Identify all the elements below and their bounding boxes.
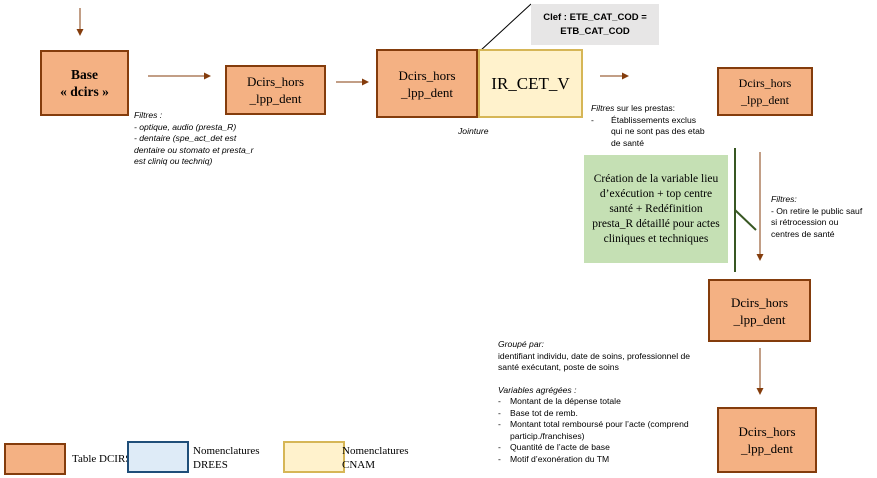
ir-cet-v-label: IR_CET_V	[491, 73, 570, 93]
filters-2-title-rest: sur les prestas:	[614, 103, 676, 113]
aggregated-title: Variables agrégées :	[498, 384, 577, 395]
jointure-label: Jointure	[458, 126, 489, 136]
group-text: identifiant individu, date de soins, pro…	[498, 350, 691, 373]
ir-cet-v-box: IR_CET_V	[478, 49, 583, 118]
dcirs-hors-lpp-dent-box-5: Dcirs_hors _lpp_dent	[717, 407, 817, 473]
filters-3-block: Filtres: - On retire le public sauf si r…	[771, 194, 877, 240]
legend-cnam-label: Nomenclatures CNAM	[342, 445, 409, 471]
green-creation-box: Création de la variable lieu d’exécution…	[584, 155, 728, 263]
filters-1-block: Filtres : - optique, audio (presta_R) - …	[134, 110, 304, 168]
aggregated-item: Base tot de remb.	[498, 408, 708, 420]
clef-connector-line	[479, 3, 532, 52]
aggregated-item: Montant total remboursé pour l’acte (com…	[498, 419, 708, 442]
filters-1-item: - dentaire (spe_act_det est dentaire ou …	[134, 133, 254, 166]
legend-cnam-swatch	[283, 441, 345, 473]
filters-2-title-italic: Filtres	[591, 103, 615, 113]
legend-drees-label: Nomenclatures DREES	[193, 445, 260, 471]
filters-2-item: Établissements exclus qui ne sont pas de…	[611, 114, 705, 148]
aggregated-item: Motif d’exonération du TM	[498, 454, 708, 466]
dcirs-box-3-label: Dcirs_hors _lpp_dent	[738, 75, 792, 107]
group-title: Groupé par:	[498, 339, 544, 349]
clef-note-text: Clef : ETE_CAT_COD = ETB_CAT_COD	[543, 11, 647, 37]
filters-3-title: Filtres:	[771, 194, 797, 204]
dcirs-box-5-label: Dcirs_hors _lpp_dent	[738, 424, 796, 456]
filters-2-dash: -	[591, 114, 594, 125]
legend-dcirs-label: Table DCIRS	[72, 453, 132, 465]
dcirs-box-1-label: Dcirs_hors _lpp_dent	[246, 74, 305, 106]
legend-drees-swatch	[127, 441, 189, 473]
aggregated-item: Quantité de l’acte de base	[498, 442, 708, 454]
base-dcirs-box: Base « dcirs »	[40, 50, 129, 116]
dcirs-box-4-label: Dcirs_hors _lpp_dent	[730, 294, 789, 327]
aggregated-item: Montant de la dépense totale	[498, 396, 708, 408]
filters-1-item: - optique, audio (presta_R)	[134, 121, 237, 132]
filters-2-item-row: - Établissements exclus qui ne sont pas …	[591, 115, 706, 150]
dcirs-hors-lpp-dent-box-1: Dcirs_hors _lpp_dent	[225, 65, 326, 115]
base-dcirs-label: Base « dcirs »	[60, 67, 109, 99]
group-block: Groupé par: identifiant individu, date d…	[498, 339, 708, 465]
dcirs-box-2-label: Dcirs_hors _lpp_dent	[398, 67, 456, 100]
dcirs-hors-lpp-dent-box-4: Dcirs_hors _lpp_dent	[708, 279, 811, 342]
filters-1-title: Filtres :	[134, 110, 163, 120]
green-creation-text: Création de la variable lieu d’exécution…	[592, 172, 720, 245]
dcirs-hors-lpp-dent-box-2: Dcirs_hors _lpp_dent	[376, 49, 478, 118]
filters-2-block: Filtres sur les prestas: - Établissement…	[591, 103, 706, 149]
dcirs-hors-lpp-dent-box-3: Dcirs_hors _lpp_dent	[717, 67, 813, 116]
filters-3-item: - On retire le public sauf si rétrocessi…	[771, 205, 863, 239]
green-bracket-connector	[734, 209, 757, 231]
legend-dcirs-swatch	[4, 443, 66, 475]
clef-note-box: Clef : ETE_CAT_COD = ETB_CAT_COD	[531, 4, 659, 45]
aggregated-list: Montant de la dépense totale Base tot de…	[498, 396, 708, 465]
filters-2-title: Filtres sur les prestas:	[591, 103, 706, 115]
